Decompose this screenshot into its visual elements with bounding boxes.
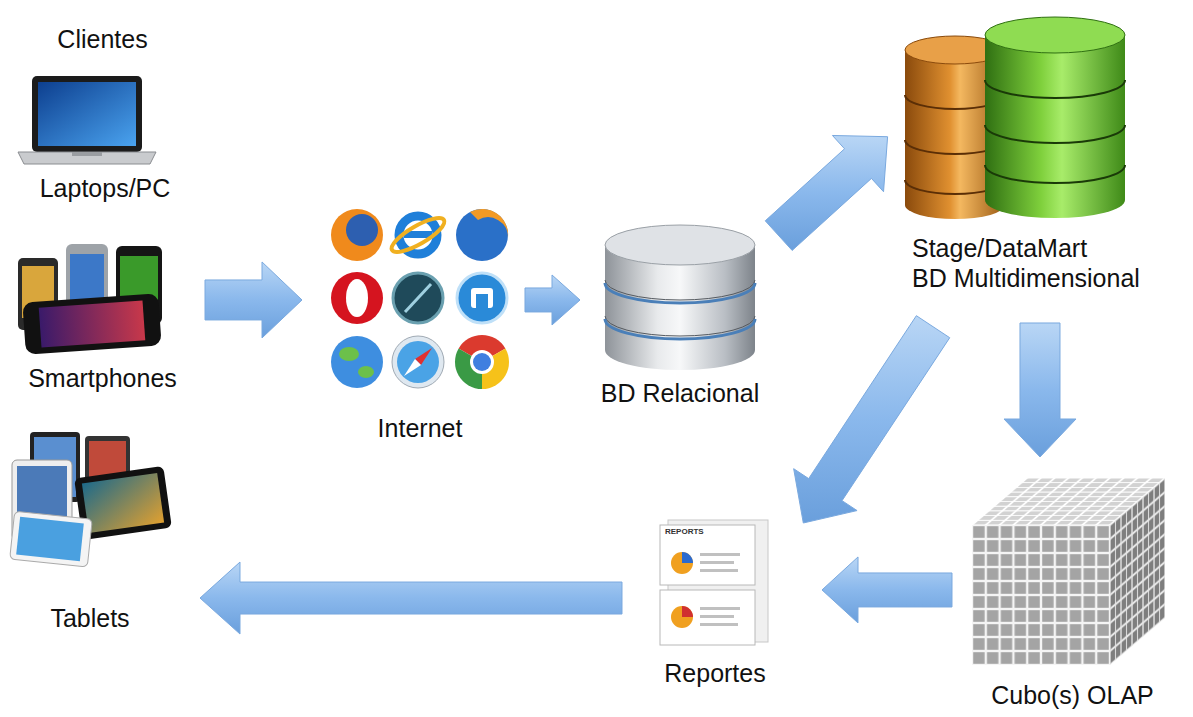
flow-arrow	[205, 262, 302, 338]
report-sheet	[660, 590, 755, 645]
smartphones-icon	[18, 244, 162, 355]
cylinder-divider	[985, 165, 1125, 183]
caption-stack: BD Relacional	[585, 378, 775, 408]
browser-icon-part	[473, 353, 491, 371]
olap-cube-icon	[972, 478, 1165, 665]
tablet-body	[10, 511, 93, 567]
browser-icon-part	[397, 341, 439, 383]
phone-body	[22, 293, 161, 354]
node-caption: Tablets	[50, 603, 129, 633]
caption-stack: Laptops/PC	[15, 173, 195, 203]
browser-icon	[393, 273, 443, 323]
browser-icon-part	[339, 347, 359, 361]
report-line	[700, 569, 738, 572]
node-caption: Reportes	[664, 658, 765, 688]
report-line	[700, 553, 740, 556]
browser-icon-part	[471, 288, 493, 308]
browser-icons	[331, 209, 509, 389]
caption-stack: Smartphones	[5, 363, 200, 393]
device-node: Laptops/PC	[15, 70, 195, 205]
browser-icon	[456, 209, 508, 261]
browser-icon-part	[476, 294, 488, 308]
browser-icon-part	[470, 350, 494, 374]
browser-icon-part	[404, 359, 421, 376]
cube-side	[1110, 478, 1165, 665]
tablets-icon	[10, 432, 172, 567]
pie-chart	[671, 606, 693, 628]
report-line	[700, 607, 740, 610]
report-sheet	[660, 525, 755, 585]
device-node: Smartphones	[5, 235, 200, 395]
pie-slice	[682, 552, 693, 563]
pie-chart	[671, 552, 693, 574]
laptop-screen	[38, 82, 136, 146]
cylinder-divider	[605, 319, 755, 339]
cylinder-top	[985, 17, 1125, 53]
caption-stack: Cubo(s) OLAP	[960, 680, 1185, 710]
datamart-node: Stage/DataMartBD Multidimensional	[895, 10, 1190, 295]
group-heading: Clientes	[57, 24, 147, 54]
report-line	[700, 561, 734, 564]
browser-icon-part	[358, 366, 374, 378]
phone-screen	[39, 300, 146, 347]
caption-stack: Tablets	[5, 603, 175, 633]
flow-arrow	[822, 557, 952, 623]
cylinder-top	[605, 225, 755, 265]
node-caption: BD Multidimensional	[912, 263, 1140, 293]
caption-stack: Clientes	[0, 24, 205, 54]
connector-group	[200, 135, 1076, 634]
laptop-icon	[18, 76, 156, 164]
tablet-screen	[82, 473, 164, 533]
cylinder-divider	[985, 125, 1125, 143]
caption-stack: Stage/DataMartBD Multidimensional	[895, 233, 1190, 293]
browser-icon-part	[346, 214, 378, 246]
node-caption: Laptops/PC	[40, 173, 171, 203]
node-caption: Stage/DataMart	[912, 233, 1087, 263]
olap-cube-node: Cubo(s) OLAP	[960, 462, 1185, 712]
tablet-screen	[16, 517, 84, 561]
node-caption: Cubo(s) OLAP	[991, 680, 1154, 710]
report-line	[700, 615, 734, 618]
browser-icon	[331, 336, 383, 388]
browser-icon	[457, 273, 507, 323]
browser-icon-part	[346, 279, 368, 317]
report-line	[700, 623, 738, 626]
browser-icon	[331, 209, 383, 261]
relational-db-icon	[605, 225, 755, 370]
node-caption: BD Relacional	[601, 378, 759, 408]
laptop-notch	[72, 152, 102, 156]
cylinder-divider	[985, 80, 1125, 98]
flow-arrow	[200, 562, 622, 634]
browser-icon-part	[470, 209, 508, 238]
pie-slice	[682, 606, 693, 617]
internet-node: Internet	[320, 200, 520, 445]
datamart-db-icon	[905, 17, 1125, 219]
icon-label: REPORTS	[665, 527, 704, 537]
browser-icon-part	[388, 212, 449, 258]
laptop-base	[18, 152, 156, 164]
caption-stack: Reportes	[630, 658, 800, 688]
node-caption: Smartphones	[28, 363, 177, 393]
device-node: Tablets	[5, 425, 175, 635]
client-group: ClientesLaptops/PC SmartphonesTablets	[0, 20, 205, 640]
cube-front	[972, 525, 1110, 665]
cylinder-divider	[605, 283, 755, 303]
reports-node: Reportes	[630, 510, 800, 690]
caption-stack: Internet	[320, 413, 520, 443]
laptop-lid	[32, 76, 142, 152]
browser-icon	[331, 272, 383, 324]
flow-arrow	[1004, 323, 1076, 457]
flow-arrow	[525, 275, 580, 325]
database-node: BD Relacional	[585, 220, 775, 410]
flow-arrow	[794, 316, 950, 523]
node-caption: Internet	[378, 413, 463, 443]
cylinder-body	[985, 35, 1125, 218]
reports-icon	[660, 520, 768, 645]
browser-icon	[392, 336, 444, 388]
flow-arrow	[765, 135, 887, 250]
browser-icon-part	[405, 284, 431, 312]
